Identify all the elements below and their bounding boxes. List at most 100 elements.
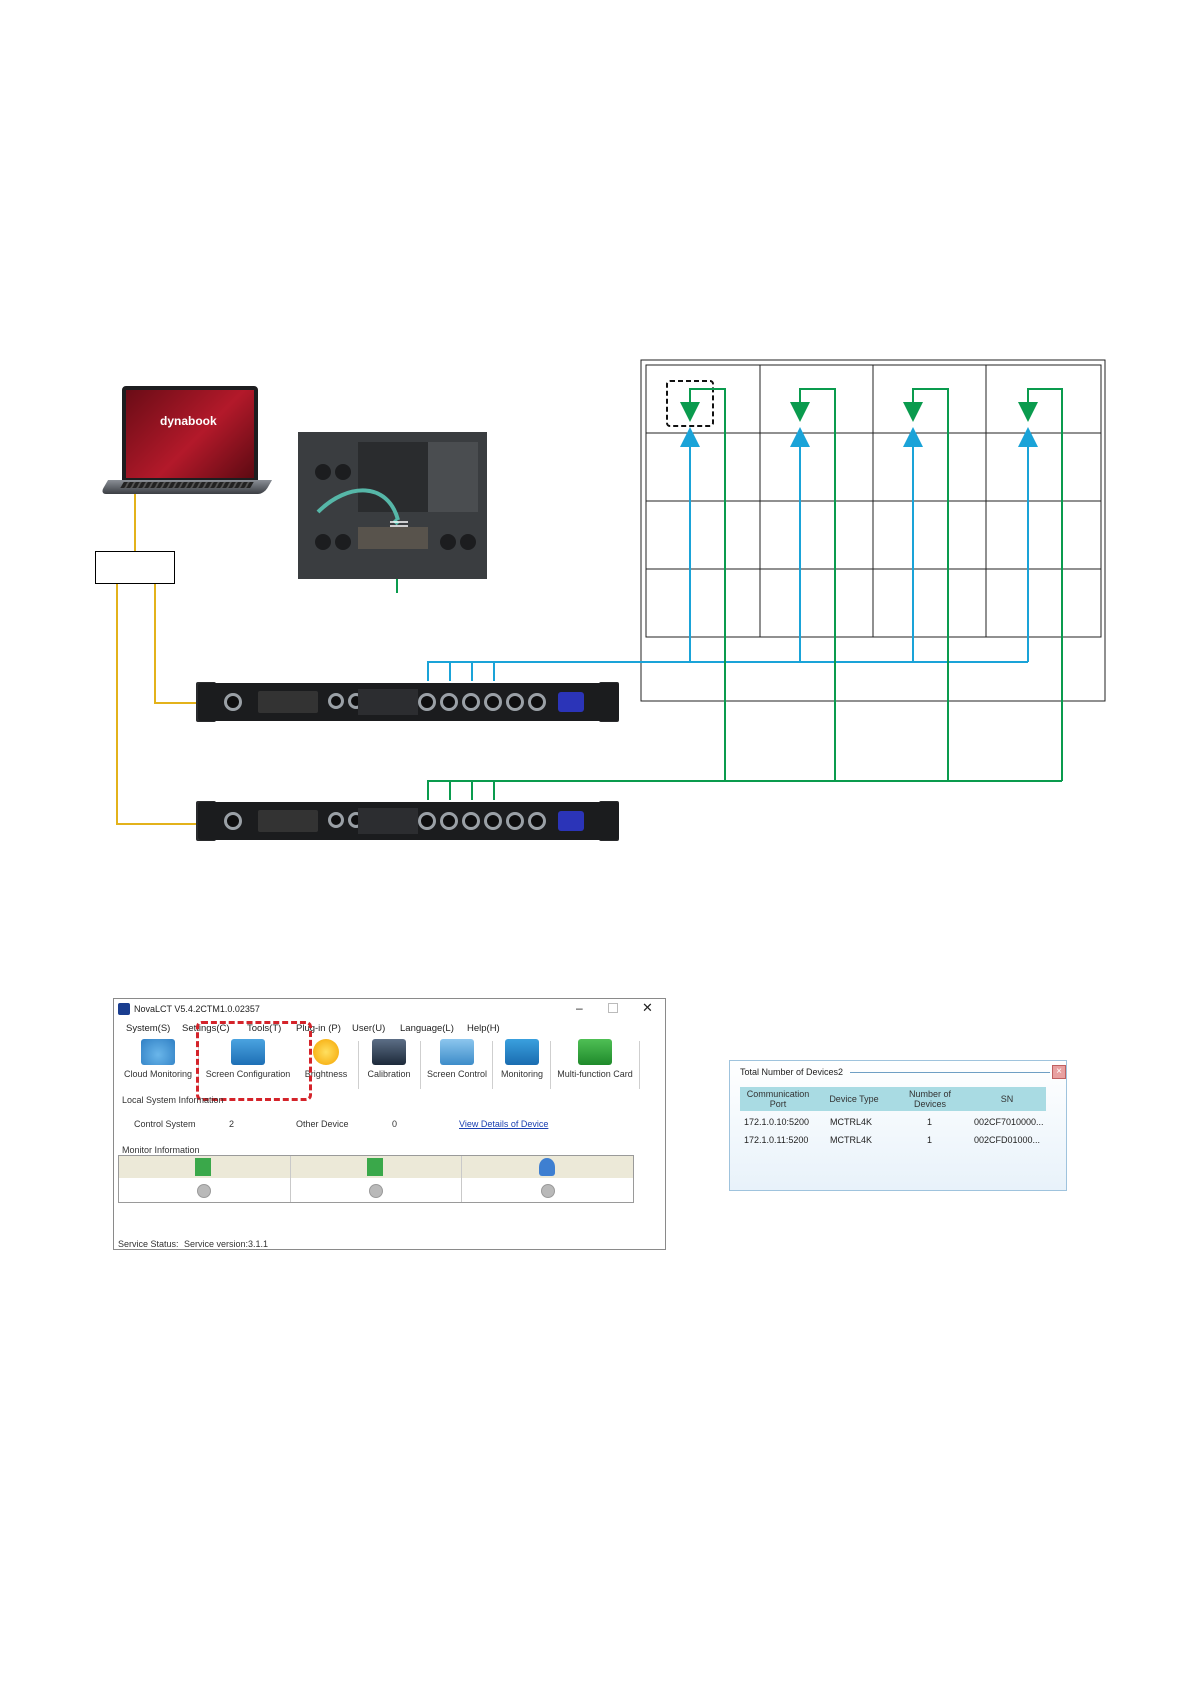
maximize-icon[interactable]: [608, 1003, 618, 1013]
control-system-label: Control System: [134, 1119, 196, 1129]
tool-label: Cloud Monitoring: [123, 1069, 193, 1079]
dialog-title: Total Number of Devices2: [740, 1067, 844, 1077]
backup-loop-lines: [427, 388, 1063, 800]
row-1-type: MCTRL4K: [830, 1117, 873, 1127]
toolbar-separator: [492, 1041, 493, 1089]
tool-label: Brightness: [304, 1069, 348, 1079]
circuit-board-icon: [578, 1039, 612, 1065]
device-2-output-port-4: [484, 812, 502, 830]
device-2-ethernet-port: [224, 812, 242, 830]
card-icon: [367, 1158, 383, 1176]
tool-label: Screen Configuration: [205, 1069, 291, 1079]
device-1-knob: [328, 693, 344, 709]
screen-configuration-highlight: [196, 1021, 312, 1101]
device-2-output-port-1: [418, 812, 436, 830]
local-system-label: Local System Information: [122, 1095, 224, 1105]
device-1-dvi-panel: [358, 689, 418, 715]
menu-plugin[interactable]: Plug-in (P): [296, 1023, 341, 1034]
row-2-sn: 002CFD01000...: [974, 1135, 1041, 1145]
status-dot: [541, 1184, 555, 1198]
temperature-icon: [539, 1158, 555, 1176]
card-icon: [195, 1158, 211, 1176]
primary-loop-lines: [427, 427, 1038, 681]
tool-monitoring[interactable]: Monitoring: [494, 1039, 550, 1091]
menu-user[interactable]: User(U): [352, 1023, 386, 1034]
sun-icon: [313, 1039, 339, 1065]
row-1-count: 1: [927, 1117, 933, 1127]
device-2-usb-panel: [258, 810, 318, 832]
camera-icon: [372, 1039, 406, 1065]
service-version: Service version:3.1.1: [184, 1239, 269, 1249]
close-icon[interactable]: ✕: [642, 1000, 653, 1015]
device-2-output-port-6: [528, 812, 546, 830]
monitor-info-label: Monitor Information: [122, 1145, 200, 1155]
window-title: NovaLCT V5.4.2CTM1.0.02357: [134, 1004, 260, 1014]
other-device-value: 0: [392, 1119, 398, 1129]
tool-label: Monitoring: [500, 1069, 544, 1079]
device-2-power-socket: [558, 811, 584, 831]
device-1-output-port-3: [462, 693, 480, 711]
device-1-ethernet-port: [224, 693, 242, 711]
row-2-type: MCTRL4K: [830, 1135, 873, 1145]
minimize-icon[interactable]: –: [576, 1001, 583, 1015]
device-1-output-port-1: [418, 693, 436, 711]
device-count-dialog: Total Number of Devices2 × Communication…: [729, 1060, 1067, 1191]
view-details-link[interactable]: View Details of Device: [459, 1119, 549, 1129]
led-screen-grid: [640, 359, 1106, 702]
tool-calibration[interactable]: Calibration: [360, 1039, 418, 1091]
menu-language[interactable]: Language(L): [400, 1023, 454, 1034]
tool-cloud-monitoring[interactable]: Cloud Monitoring: [120, 1039, 196, 1091]
window-titlebar: NovaLCT V5.4.2CTM1.0.02357 – ✕: [114, 999, 665, 1021]
tool-brightness[interactable]: Brightness: [300, 1039, 352, 1091]
menu-system[interactable]: System(S): [126, 1023, 171, 1034]
menu-settings[interactable]: Settings(C): [182, 1023, 230, 1034]
control-system-value: 2: [229, 1119, 235, 1129]
row-2-port: 172.1.0.11:5200: [744, 1135, 809, 1145]
toolbar-separator: [420, 1041, 421, 1089]
menu-help[interactable]: Help(H): [467, 1023, 500, 1034]
tool-multi-function-card[interactable]: Multi-function Card: [552, 1039, 638, 1091]
row-1-sn: 002CF7010000...: [974, 1117, 1044, 1127]
menu-bar: System(S) Settings(C) Tools(T) Plug-in (…: [114, 1021, 665, 1037]
laptop-screen: [122, 386, 258, 482]
device-table-header: [740, 1087, 1046, 1111]
tool-label: Calibration: [367, 1069, 411, 1079]
device-2-output-port-5: [506, 812, 524, 830]
laptop-logo: dynabook: [160, 414, 217, 428]
device-2-output-port-2: [440, 812, 458, 830]
monitor-table-divider: [461, 1156, 462, 1202]
device-1-power-socket: [558, 692, 584, 712]
monitor-settings-icon: [231, 1039, 265, 1065]
device-2-output-port-3: [462, 812, 480, 830]
header-communication-port: Communication Port: [746, 1089, 810, 1109]
device-1-usb-panel: [258, 691, 318, 713]
monitoring-chart-icon: [505, 1039, 539, 1065]
device-1-output-port-5: [506, 693, 524, 711]
tool-screen-control[interactable]: Screen Control: [422, 1039, 492, 1091]
ethernet-cables: [116, 484, 222, 825]
tool-label: Screen Control: [426, 1069, 488, 1079]
row-1-port: 172.1.0.10:5200: [744, 1117, 810, 1127]
controller-device-2: [198, 802, 619, 840]
receiving-card-highlight: [666, 380, 714, 427]
tool-screen-configuration[interactable]: Screen Configuration: [200, 1039, 296, 1091]
monitor-info-table: [118, 1155, 634, 1203]
device-2-dvi-panel: [358, 808, 418, 834]
dialog-close-icon[interactable]: ×: [1052, 1065, 1066, 1079]
device-1-output-port-2: [440, 693, 458, 711]
controller-device-1: [198, 683, 619, 721]
menu-tools[interactable]: Tools(T): [247, 1023, 282, 1034]
network-switch-box: [95, 551, 175, 584]
toolbar-separator: [358, 1041, 359, 1089]
novalct-window: NovaLCT V5.4.2CTM1.0.02357 – ✕ System(S)…: [113, 998, 666, 1250]
header-sn: SN: [1000, 1094, 1014, 1104]
header-number-of-devices: Number of Devices: [908, 1089, 952, 1109]
monitor-table-divider: [290, 1156, 291, 1202]
status-dot: [197, 1184, 211, 1198]
laptop-keyboard: [120, 482, 254, 488]
status-dot: [369, 1184, 383, 1198]
app-logo-icon: [118, 1003, 130, 1015]
device-2-knob: [328, 812, 344, 828]
toolbar-separator: [639, 1041, 640, 1089]
other-device-label: Other Device: [296, 1119, 349, 1129]
